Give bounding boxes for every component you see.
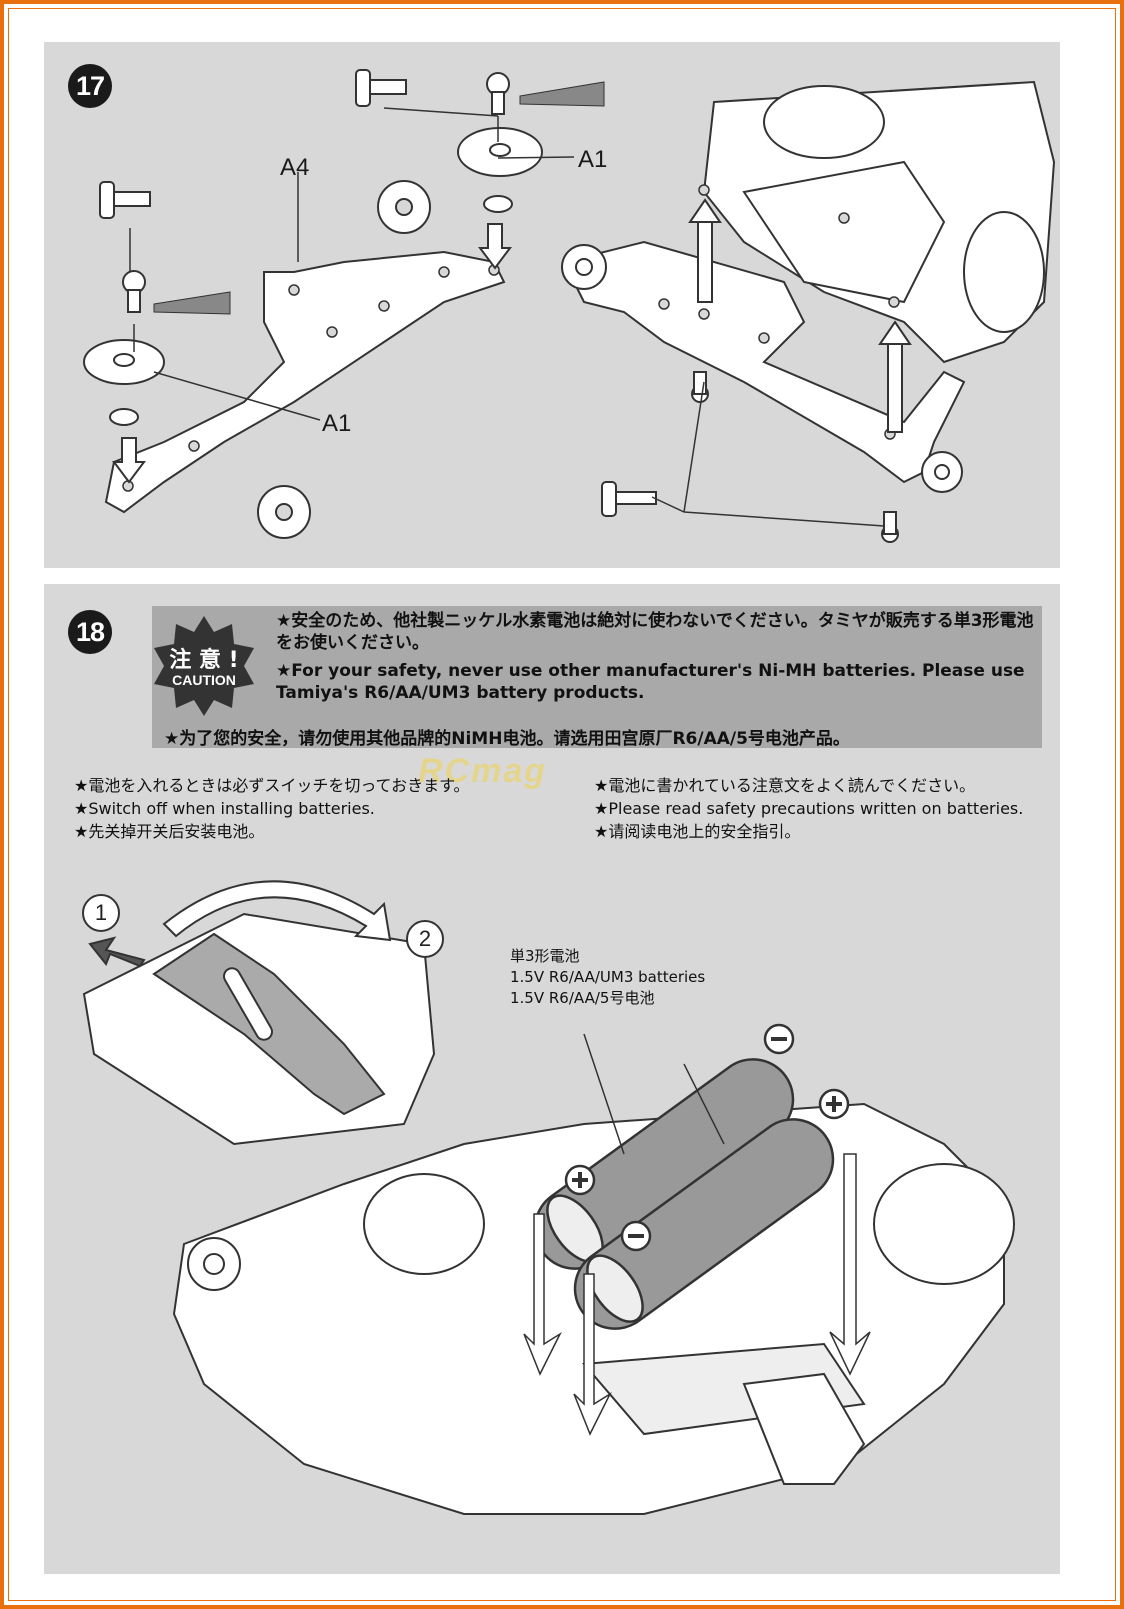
caution-badge: 注 意 ! CAUTION [152, 614, 256, 718]
arrow-down-left [112, 437, 146, 484]
label-a1-lower: A1 [322, 410, 352, 437]
step-18-badge: 18 [68, 610, 112, 654]
caution-badge-jp: 注 意 ! [169, 648, 239, 673]
caution-badge-en: CAUTION [172, 672, 236, 688]
caution-text: ★安全のため、他社製ニッケル水素電池は絶対に使わないでください。タミヤが販売する… [276, 610, 1046, 704]
battery-label-jp: 単3形電池 [510, 947, 580, 965]
cover-rotate-arrow [162, 880, 392, 942]
battery-clip [742, 1372, 866, 1485]
step-18-panel: 18 注 意 ! CAUTION ★安全のため、他社製ニッケル水素電池は絶対に使… [44, 584, 1060, 1574]
insert-arrow-3 [829, 1153, 871, 1376]
washer-right [483, 195, 513, 213]
screw-right-large [355, 69, 371, 107]
caution-box: 注 意 ! CAUTION ★安全のため、他社製ニッケル水素電池は絶対に使わない… [152, 606, 1042, 749]
battery-label-cn: 1.5V R6/AA/5号电池 [510, 989, 655, 1007]
screw-bottom-right [601, 481, 617, 517]
note-left-en: ★Switch off when installing batteries. [74, 799, 375, 818]
insert-arrow-2 [573, 1273, 612, 1436]
wheel-front-left [363, 1173, 485, 1275]
insert-arrow-1 [523, 1213, 562, 1376]
note-right-en: ★Please read safety precautions written … [594, 799, 1024, 818]
battery-label: 単3形電池 1.5V R6/AA/UM3 batteries 1.5V R6/A… [510, 946, 705, 1009]
step-17-badge: 17 [68, 64, 112, 108]
screw-left-large [99, 181, 115, 219]
label-a4: A4 [280, 154, 310, 181]
caution-line-en: ★For your safety, never use other manufa… [276, 661, 1025, 703]
caution-line-cn: ★为了您的安全，请勿使用其他品牌的NiMH电池。请选用田宫原厂R6/AA/5号电… [164, 729, 850, 749]
a4-frame-left [104, 250, 506, 514]
arrow-down-right [478, 223, 512, 270]
arrow-up-left [688, 198, 722, 303]
screwdriver-left [153, 291, 231, 315]
note-right-jp: ★電池に書かれている注意文をよく読んでください。 [594, 776, 976, 795]
watermark-logo: RCmag [418, 752, 548, 790]
note-right-cn: ★请阅读电池上的安全指引。 [594, 822, 801, 841]
step-17-illustration [83, 69, 1056, 543]
wheel-rear-right [873, 1163, 1015, 1285]
battery-label-en: 1.5V R6/AA/UM3 batteries [510, 968, 706, 986]
arrow-up-right [878, 320, 912, 433]
note-left-jp: ★電池を入れるときは必ずスイッチを切っておきます。 [74, 776, 470, 795]
note-left-cn: ★先关掉开关后安装电池。 [74, 822, 265, 841]
caution-burst-icon [154, 616, 254, 716]
note-switch-off: ★電池を入れるときは必ずスイッチを切っておきます。 ★Switch off wh… [74, 774, 574, 843]
step-17-panel: 17 [44, 42, 1060, 568]
caution-line-jp: ★安全のため、他社製ニッケル水素電池は絶対に使わないでください。タミヤが販売する… [276, 611, 1034, 653]
cover-pull-arrow [88, 936, 146, 968]
washer-left [109, 408, 139, 426]
step-18-illustration [82, 880, 1015, 1515]
page-frame-inner [8, 8, 1116, 1601]
battery-2 [573, 1118, 835, 1330]
step-marker-1: 1 [82, 894, 120, 932]
note-read-precautions: ★電池に書かれている注意文をよく読んでください。 ★Please read sa… [594, 774, 1054, 843]
step-marker-2: 2 [406, 920, 444, 958]
screwdriver-right [519, 81, 605, 107]
label-a1-upper: A1 [578, 146, 608, 173]
